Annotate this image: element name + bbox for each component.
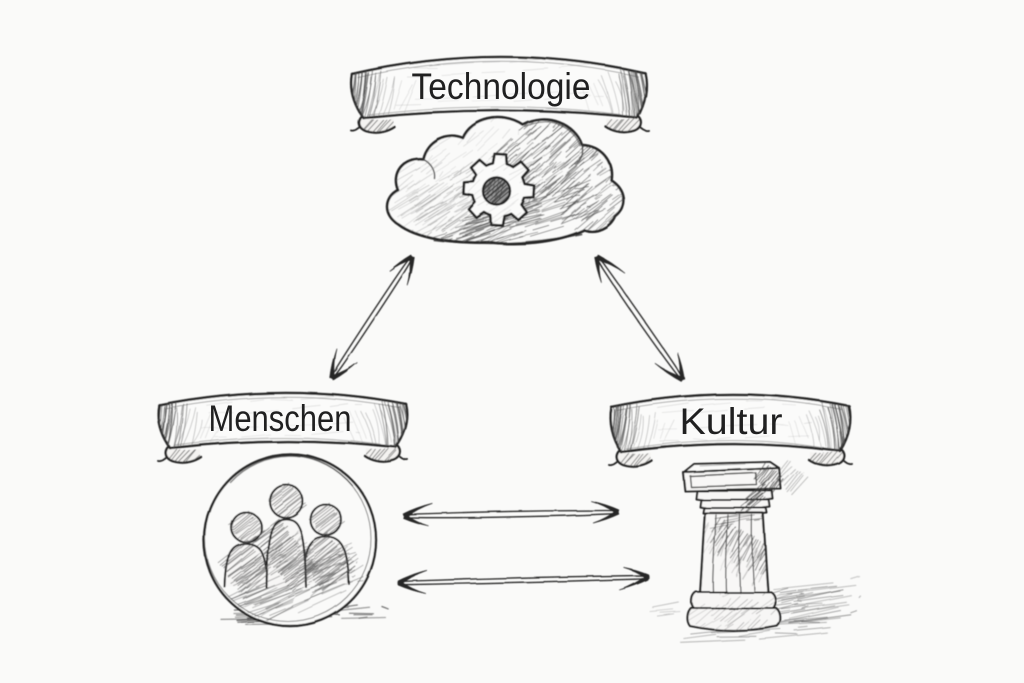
svg-text:Menschen: Menschen [209,398,352,439]
svg-text:Technologie: Technologie [412,66,591,107]
svg-text:Kultur: Kultur [680,401,783,442]
